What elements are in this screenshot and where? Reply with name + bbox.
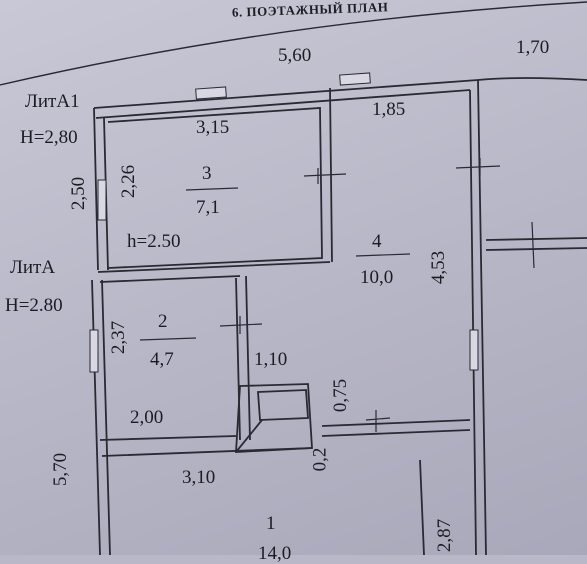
dim-left-upper: 2,50 [68,176,90,211]
dim-left-lower: 5,70 [50,452,72,487]
room3-walls [107,107,323,269]
dim-room1-width: 3,10 [182,467,216,488]
lit-a1-height: H=2,80 [20,127,78,148]
wall-mid [97,261,331,283]
outer-wall-right [469,79,487,555]
dim-room3-height: 2,26 [118,164,140,199]
lit-a-name: ЛитА [10,257,56,278]
outer-wall-top [93,79,479,119]
dim-room2-height: 2,37 [108,320,130,355]
room2-right-wall [235,275,251,441]
dim-small-gap: 0,2 [309,447,331,472]
dim-room4-height: 4,53 [428,250,450,285]
room4-number: 4 [372,231,382,252]
room3-number: 3 [202,163,212,184]
dim-top-mid: 1,85 [372,99,406,120]
dim-top-right-width: 1,70 [516,37,550,58]
room3-area: 7,1 [196,197,220,218]
room4-area: 10,0 [360,267,394,288]
room1-number: 1 [266,513,276,534]
room2-number: 2 [158,311,168,332]
dim-stair-height: 0,75 [330,378,352,413]
room2-area: 4,7 [150,349,174,370]
dim-corridor-width: 1,10 [254,349,288,370]
room1-area: 14,0 [258,543,292,564]
dim-room2-width: 2,00 [130,407,164,428]
dim-bottom-right: 2,87 [434,518,456,553]
corridor-wall [99,435,313,457]
lit-a-height: H=2.80 [5,295,63,316]
lit-a1-name: ЛитА1 [25,91,80,112]
ceiling-note: h=2.50 [127,231,181,252]
dim-room3-width: 3,15 [196,117,230,138]
title-arc-line [0,1,587,86]
dim-top-width: 5,60 [278,45,312,66]
outer-wall-left-lower [91,279,111,555]
